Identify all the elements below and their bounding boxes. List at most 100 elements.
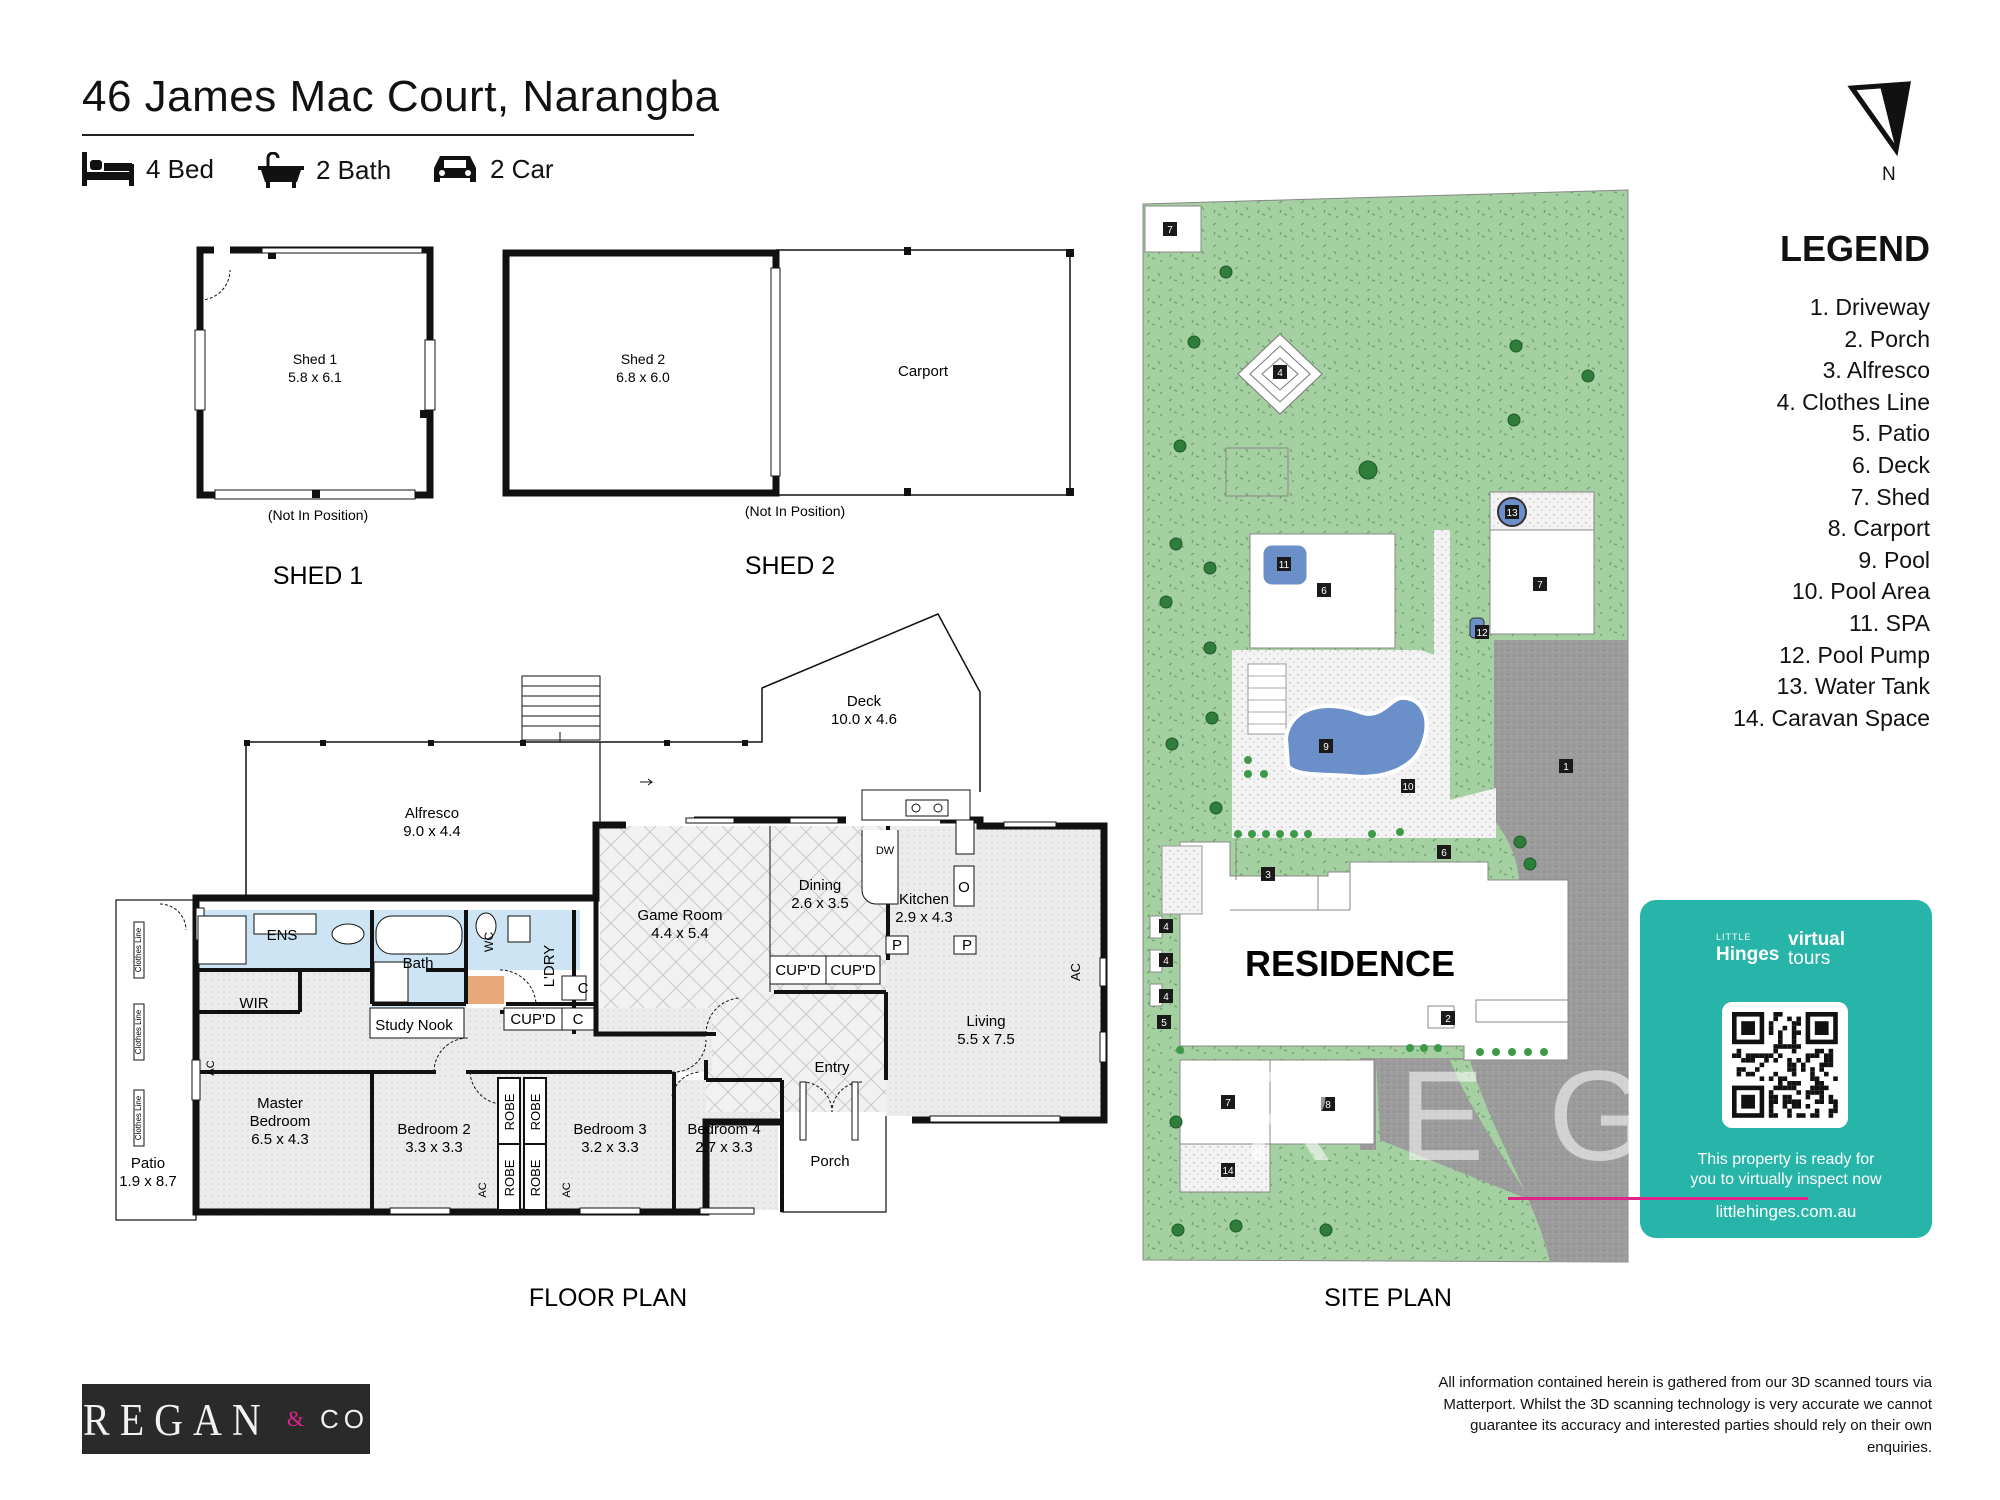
floor-plan: Clothes Line Clothes Line Clothes Line: [115, 613, 1108, 1221]
site-marker: 1: [1559, 759, 1573, 773]
site-marker: 4: [1159, 919, 1173, 933]
deck-label: Deck: [847, 693, 882, 710]
cupd-label-2: CUP'D: [775, 962, 821, 979]
laundry-label: L'DRY: [541, 945, 558, 988]
shed1-note: (Not In Position): [268, 507, 368, 523]
ac-label-4: AC: [1068, 963, 1083, 981]
shed2-size: 6.8 x 6.0: [616, 369, 670, 385]
site-plan: RESIDENCE: [1142, 189, 1629, 1263]
car-label: 2 Car: [490, 153, 554, 184]
site-marker-number: 7: [1225, 1098, 1231, 1109]
tours-word: tours: [1788, 948, 1831, 969]
qr-code-icon: [1732, 1012, 1838, 1118]
site-marker-number: 7: [1167, 225, 1173, 236]
site-marker-number: 14: [1222, 1166, 1234, 1177]
wc-label: WC: [482, 932, 496, 952]
cupd-label-1: CUP'D: [510, 1011, 556, 1028]
shed2-note: (Not In Position): [745, 503, 845, 519]
ac-label-2: AC: [477, 1182, 489, 1197]
site-marker: 5: [1157, 1015, 1171, 1029]
clothes-line-2: Clothes Line: [134, 1009, 143, 1054]
tour-url-link[interactable]: littlehinges.com.au: [1715, 1202, 1857, 1221]
site-marker-number: 9: [1323, 742, 1329, 753]
site-marker-number: 7: [1537, 580, 1543, 591]
kitchen-label: Kitchen: [899, 891, 949, 908]
ens-label: ENS: [267, 927, 298, 944]
dishwasher-label: DW: [876, 845, 895, 857]
robe-label-2: ROBE: [528, 1093, 543, 1130]
bed3-label: Bedroom 3: [573, 1121, 646, 1138]
residence-label: RESIDENCE: [1245, 943, 1455, 984]
site-marker: 6: [1437, 845, 1451, 859]
shed2-label: Shed 2: [621, 351, 666, 367]
site-marker: 10: [1401, 779, 1415, 793]
alfresco-size: 9.0 x 4.4: [403, 823, 461, 840]
master-label-2: Bedroom: [250, 1113, 311, 1130]
cupd-label-3: CUP'D: [830, 962, 876, 979]
site-marker: 14: [1221, 1163, 1235, 1177]
alfresco-label: Alfresco: [405, 805, 459, 822]
site-marker-number: 8: [1325, 1100, 1331, 1111]
legend-item: 4. Clothes Line: [1776, 388, 1930, 415]
clothes-line-3: Clothes Line: [134, 1095, 143, 1140]
bed4-size: 2.7 x 3.3: [695, 1139, 753, 1156]
legend-item: 11. SPA: [1849, 609, 1930, 636]
site-marker: 7: [1533, 577, 1547, 591]
ac-label-3: AC: [561, 1182, 573, 1197]
patio-area: [115, 899, 197, 1221]
shed1-label: Shed 1: [293, 351, 338, 367]
site-marker: 4: [1273, 365, 1287, 379]
logo-co: CO: [319, 1403, 369, 1434]
deck-stairs: [521, 675, 601, 741]
site-marker-number: 4: [1163, 992, 1169, 1003]
car-count: 2 Car: [432, 152, 554, 186]
legend-item: 1. Driveway: [1809, 294, 1930, 320]
shed-2-plan: Shed 2 6.8 x 6.0 Carport (Not In Positio…: [502, 247, 1074, 519]
bath-label: 2 Bath: [316, 154, 392, 185]
master-label: Master: [257, 1095, 303, 1112]
legend-item: 8. Carport: [1827, 515, 1930, 542]
north-arrow-icon: [1847, 81, 1912, 157]
clothes-line-1: Clothes Line: [134, 927, 143, 972]
shed1-size: 5.8 x 6.1: [288, 369, 342, 385]
site-marker: 3: [1261, 867, 1275, 881]
site-marker: 4: [1159, 953, 1173, 967]
virtual-tour-card[interactable]: LITTLE Hinges virtual tours This propert…: [1640, 900, 1932, 1238]
virtual-word: virtual: [1788, 929, 1846, 950]
dining-size: 2.6 x 3.5: [791, 895, 849, 912]
deck-size: 10.0 x 4.6: [831, 711, 897, 728]
cupboard-c-2: C: [578, 980, 589, 997]
logo-regan: REGAN: [83, 1393, 271, 1445]
master-size: 6.5 x 4.3: [251, 1131, 309, 1148]
virtual-tours-text: virtual tours: [1788, 930, 1845, 968]
legend-title: LEGEND: [1779, 228, 1930, 269]
cupboard-c-1: C: [573, 1011, 584, 1028]
shed2-caption: SHED 2: [745, 552, 835, 580]
game-room-label: Game Room: [637, 907, 722, 924]
robe-label-1: ROBE: [502, 1093, 517, 1130]
qr-code[interactable]: [1722, 1002, 1848, 1128]
north-label: N: [1882, 164, 1896, 185]
legend-item: 2. Porch: [1844, 325, 1930, 352]
site-marker-number: 1: [1563, 762, 1569, 773]
game-room-size: 4.4 x 5.4: [651, 925, 709, 942]
legend-item: 9. Pool: [1858, 546, 1930, 573]
pantry-p-1: P: [892, 937, 902, 954]
legend-item: 13. Water Tank: [1776, 673, 1930, 700]
robe-label-4: ROBE: [528, 1159, 543, 1196]
living-label: Living: [966, 1013, 1005, 1030]
bathtub-icon: [258, 152, 304, 188]
dining-label: Dining: [799, 877, 842, 894]
bed4-label: Bedroom 4: [687, 1121, 760, 1138]
site-marker-number: 4: [1163, 922, 1169, 933]
oven-label: O: [958, 879, 970, 896]
site-marker-number: 2: [1445, 1014, 1451, 1025]
study-nook-label: Study Nook: [375, 1017, 453, 1034]
site-marker: 8: [1321, 1097, 1335, 1111]
disclaimer-text: All information contained herein is gath…: [1438, 1374, 1932, 1456]
bed3-size: 3.2 x 3.3: [581, 1139, 639, 1156]
site-marker-number: 6: [1441, 848, 1447, 859]
site-marker: 11: [1277, 557, 1291, 571]
legend-item: 12. Pool Pump: [1779, 641, 1930, 668]
